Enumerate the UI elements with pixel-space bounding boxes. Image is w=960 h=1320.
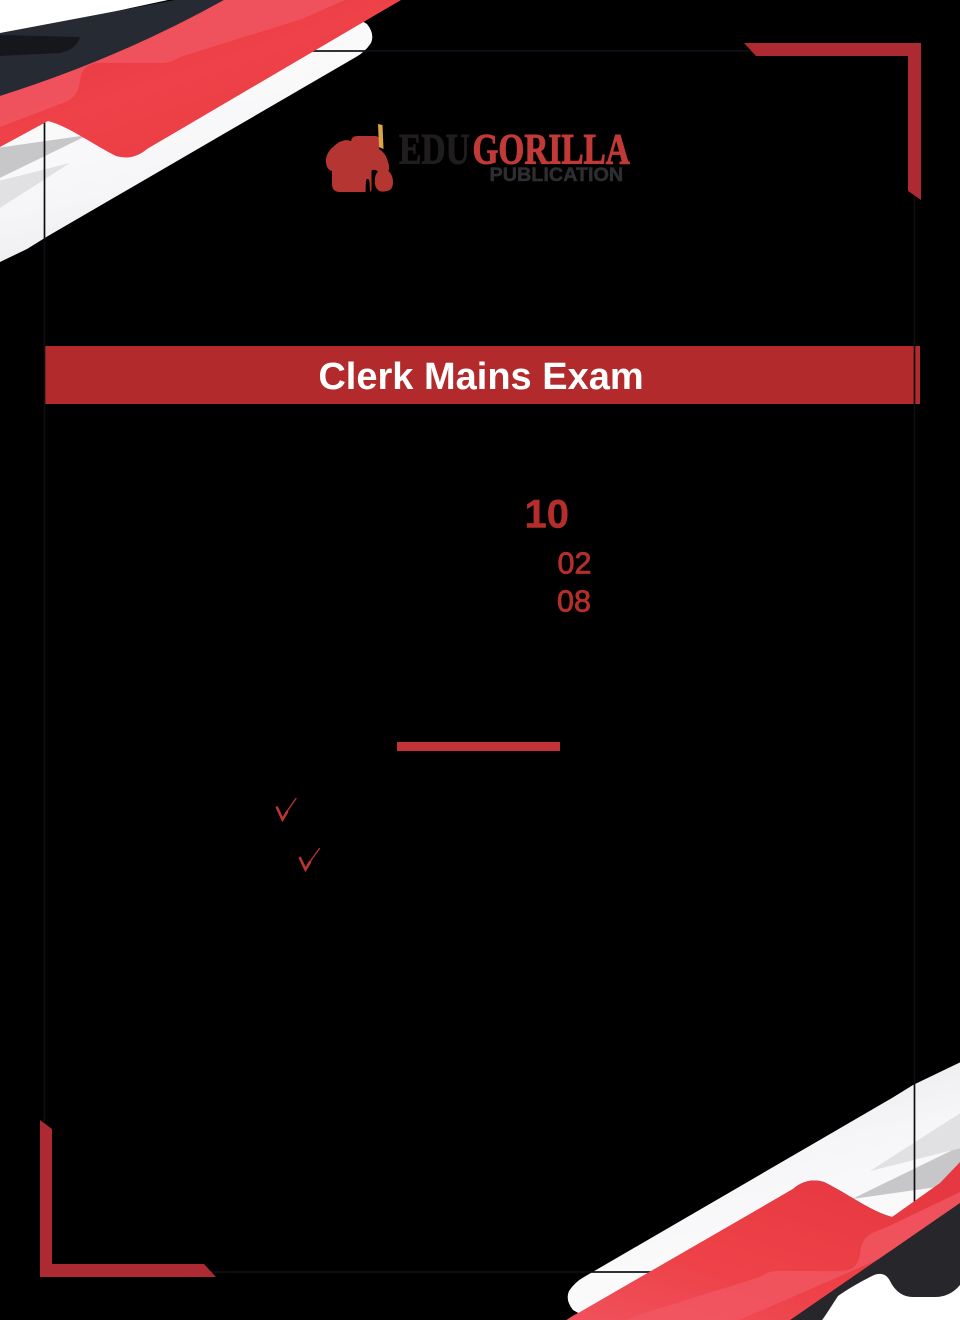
svg-text:Clerk Mains Exam: Clerk Mains Exam [318, 356, 643, 398]
svg-text:10: 10 [525, 493, 570, 537]
svg-text:PUBLICATION: PUBLICATION [490, 164, 624, 186]
svg-text:08: 08 [557, 585, 591, 619]
svg-text:02: 02 [558, 547, 592, 581]
svg-text:GORILLA: GORILLA [473, 127, 631, 174]
svg-text:EDU: EDU [399, 127, 470, 174]
